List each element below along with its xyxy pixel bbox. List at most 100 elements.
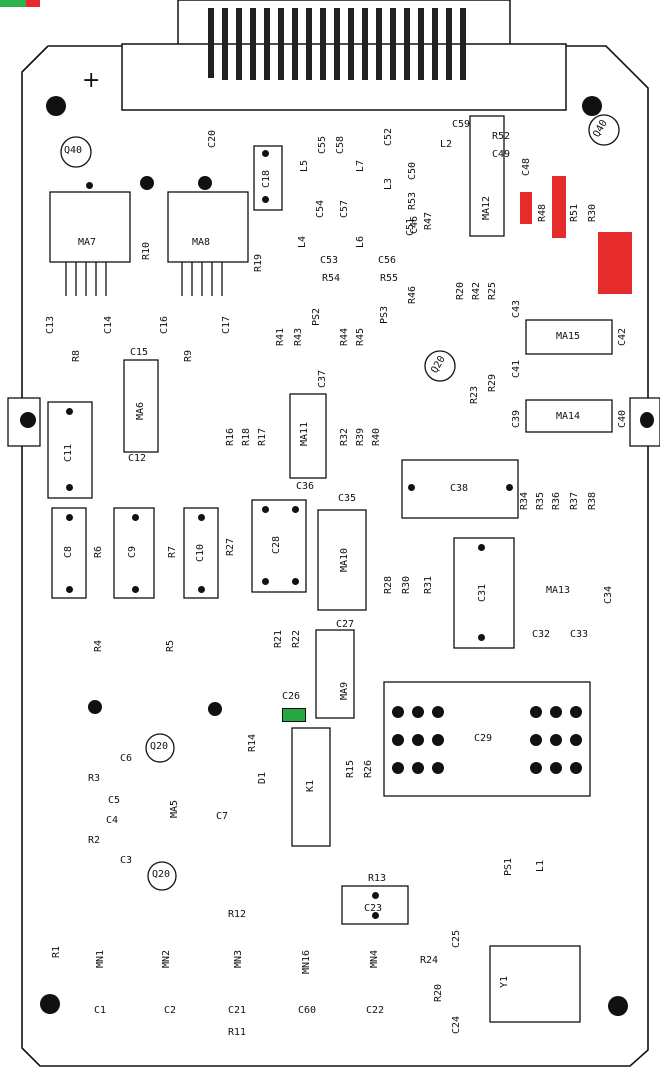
label-c11: C11: [63, 443, 74, 462]
label-mn3: MN3: [233, 949, 244, 968]
label-r45: R45: [355, 327, 366, 346]
label-c42: C42: [617, 327, 628, 346]
label-r15: R15: [345, 759, 356, 778]
label-mn1: MN1: [95, 949, 106, 968]
edge-connector: [121, 0, 567, 111]
label-ps3: PS3: [379, 305, 390, 324]
label-c22: C22: [366, 1005, 385, 1016]
mounting-hole-icon: [640, 412, 654, 428]
flag-red-segment: [26, 0, 40, 7]
label-r52: R52: [492, 131, 511, 142]
label-r3: R3: [88, 773, 101, 784]
label-r20b: R20: [433, 983, 444, 1002]
label-r16: R16: [225, 427, 236, 446]
label-c13: C13: [45, 315, 56, 334]
pad-large: [392, 762, 404, 774]
label-r36: R36: [551, 491, 562, 510]
label-ma12: MA12: [481, 195, 492, 220]
label-c25: C25: [451, 929, 462, 948]
label-c35: C35: [338, 493, 357, 504]
label-y1: Y1: [499, 975, 510, 988]
label-c1: C1: [94, 1005, 107, 1016]
label-ps1: PS1: [503, 857, 514, 876]
label-r29: R29: [487, 373, 498, 392]
label-ma10: MA10: [339, 547, 350, 572]
label-ma8: MA8: [192, 237, 211, 248]
highlight-c26: [282, 708, 306, 722]
label-r38: R38: [587, 491, 598, 510]
label-l3: L3: [383, 177, 394, 190]
label-c7: C7: [216, 811, 229, 822]
label-ma9: MA9: [339, 681, 350, 700]
label-r20: R20: [455, 281, 466, 300]
label-c3: C3: [120, 855, 133, 866]
label-mn2: MN2: [161, 949, 172, 968]
label-c38: C38: [450, 483, 469, 494]
label-c59: C59: [452, 119, 471, 130]
label-r43: R43: [293, 327, 304, 346]
label-r34: R34: [519, 491, 530, 510]
pad-large: [570, 762, 582, 774]
label-c20: C20: [207, 129, 218, 148]
pad-large: [530, 734, 542, 746]
pad: [372, 892, 379, 899]
label-q20c: Q20: [152, 869, 171, 880]
label-c5: C5: [108, 795, 121, 806]
label-ma11: MA11: [299, 421, 310, 446]
label-r39: R39: [355, 427, 366, 446]
label-c36: C36: [296, 481, 315, 492]
label-c2: C2: [164, 1005, 177, 1016]
label-r23: R23: [469, 385, 480, 404]
pad: [408, 484, 415, 491]
label-l4: L4: [297, 235, 308, 248]
highlight-block: [598, 232, 632, 294]
label-c52: C52: [383, 127, 394, 146]
pad-large: [432, 734, 444, 746]
pad: [262, 150, 269, 157]
label-r5: R5: [165, 639, 176, 652]
label-c21: C21: [228, 1005, 247, 1016]
label-c14: C14: [103, 315, 114, 334]
label-r42: R42: [471, 281, 482, 300]
label-c55: C55: [317, 135, 328, 154]
pad: [292, 506, 299, 513]
label-r12: R12: [228, 909, 247, 920]
label-c31: C31: [477, 583, 488, 602]
pad: [66, 586, 73, 593]
label-r17: R17: [257, 427, 268, 446]
label-r22: R22: [291, 629, 302, 648]
label-r7: R7: [167, 545, 178, 558]
label-r1: R1: [51, 945, 62, 958]
label-ma7: MA7: [78, 237, 97, 248]
pad: [202, 182, 209, 189]
label-mn16: MN16: [301, 949, 312, 974]
mounting-hole-icon: [582, 96, 602, 116]
pad-large: [550, 706, 562, 718]
label-r48: R48: [537, 203, 548, 222]
label-c28: C28: [271, 535, 282, 554]
label-r9: R9: [183, 349, 194, 362]
pad-large: [550, 734, 562, 746]
mounting-hole-icon: [608, 996, 628, 1016]
label-r8: R8: [71, 349, 82, 362]
label-r30b: R30: [587, 203, 598, 222]
label-r55: R55: [380, 273, 399, 284]
plus-icon: +: [82, 68, 101, 93]
label-ma5: MA5: [169, 799, 180, 818]
pad: [132, 586, 139, 593]
label-r44: R44: [339, 327, 350, 346]
label-r4: R4: [93, 639, 104, 652]
label-r24: R24: [420, 955, 439, 966]
flag-green-segment: [0, 0, 26, 7]
label-r35: R35: [535, 491, 546, 510]
pad-large: [550, 762, 562, 774]
label-r28: R28: [383, 575, 394, 594]
label-r18: R18: [241, 427, 252, 446]
label-c27: C27: [336, 619, 355, 630]
pad-large: [432, 706, 444, 718]
label-c53: C53: [320, 255, 339, 266]
label-k1: K1: [305, 779, 316, 792]
label-c8: C8: [63, 545, 74, 558]
pad-large: [412, 762, 424, 774]
